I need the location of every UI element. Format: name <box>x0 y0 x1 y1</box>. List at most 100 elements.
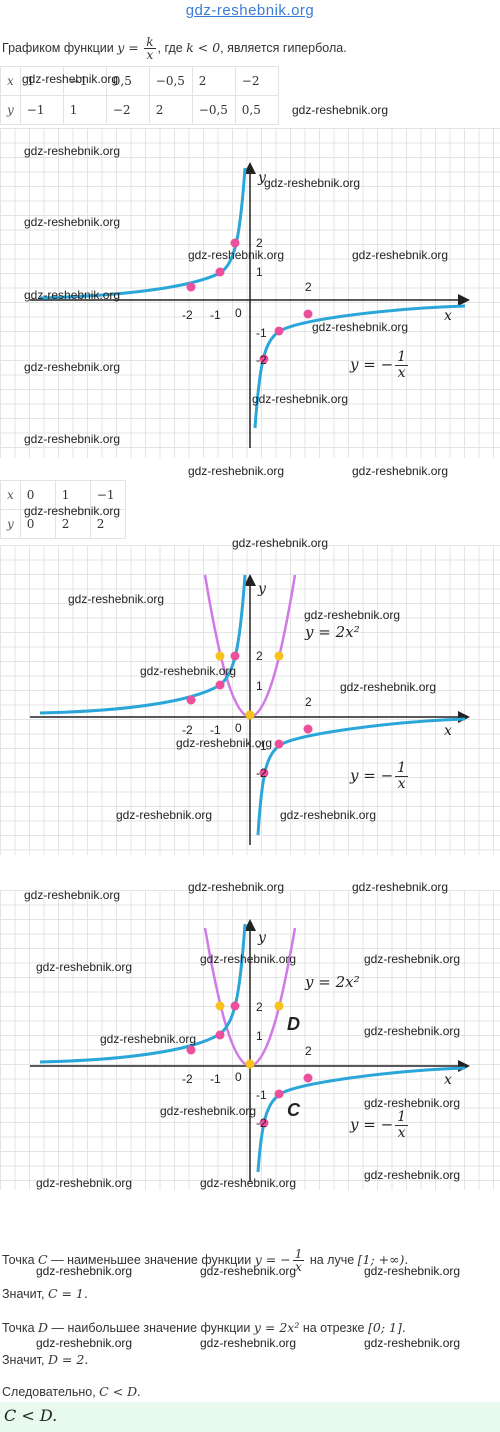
point-marker <box>303 309 313 319</box>
watermark: gdz-reshebnik.org <box>116 808 213 822</box>
watermark: gdz-reshebnik.org <box>188 880 285 894</box>
point-marker <box>303 1073 313 1083</box>
point-marker <box>259 354 269 364</box>
table-cell: y <box>0 509 21 539</box>
table-cell: x <box>0 480 21 510</box>
point-marker <box>245 1059 255 1069</box>
watermark: gdz-reshebnik.org <box>24 432 121 446</box>
watermark: gdz-reshebnik.org <box>364 1264 461 1278</box>
table-cell: 2 <box>148 95 193 125</box>
hyperbola-left-branch <box>39 167 247 300</box>
point-marker <box>215 1030 225 1040</box>
watermark: gdz-reshebnik.org <box>24 504 121 518</box>
y-axis-label: y <box>258 930 266 946</box>
table-cell: 0,5 <box>234 95 279 125</box>
tick-label: 2 <box>305 280 312 294</box>
hence-line: Следовательно, C < D. <box>2 1384 141 1399</box>
y-axis-arrow-icon <box>244 574 256 586</box>
site-link[interactable]: gdz-reshebnik.org <box>185 2 315 19</box>
table-cell: −2 <box>105 95 150 125</box>
watermark: gdz-reshebnik.org <box>340 680 437 694</box>
table-cell: −0,5 <box>148 66 193 96</box>
tick-label: 2 <box>256 1000 263 1014</box>
watermark: gdz-reshebnik.org <box>200 952 297 966</box>
watermark: gdz-reshebnik.org <box>200 1176 297 1190</box>
y-axis-label: y <box>258 170 266 186</box>
c-conclusion: Значит, C = 1. <box>2 1286 88 1301</box>
tick-label: 2 <box>305 695 312 709</box>
watermark: gdz-reshebnik.org <box>364 1168 461 1182</box>
watermark: gdz-reshebnik.org <box>352 880 449 894</box>
watermark: gdz-reshebnik.org <box>304 608 401 622</box>
answer-text: C < D. <box>4 1406 58 1425</box>
point-marker <box>274 739 284 749</box>
tick-label: -2 <box>256 1116 267 1130</box>
tick-label: -1 <box>210 1072 221 1086</box>
table-cell: 0 <box>19 509 56 539</box>
point-marker <box>230 238 240 248</box>
values-table-parabola: x 0 1 −1 y 0 2 2 <box>0 480 126 539</box>
x-axis-arrow-icon <box>458 294 470 306</box>
parabola-label: y = 2x² <box>305 973 360 991</box>
table-row: x 0 1 −1 <box>0 480 126 510</box>
tick-label: 1 <box>256 265 263 279</box>
tick-label: 1 <box>256 1029 263 1043</box>
table-row: x 1 −1 0,5 −0,5 2 −2 <box>0 66 279 96</box>
table-cell: 0 <box>19 480 56 510</box>
answer-box: C < D. <box>0 1402 500 1432</box>
point-marker <box>303 724 313 734</box>
point-marker <box>215 680 225 690</box>
point-marker <box>274 1001 284 1011</box>
watermark: gdz-reshebnik.org <box>24 215 121 229</box>
y-axis-label: y <box>258 581 266 597</box>
x-axis-arrow-icon <box>458 1060 470 1072</box>
table-cell: −1 <box>19 95 64 125</box>
point-marker <box>259 1118 269 1128</box>
tick-label: 2 <box>256 649 263 663</box>
watermark: gdz-reshebnik.org <box>292 103 389 117</box>
origin-label: 0 <box>235 721 242 735</box>
watermark: gdz-reshebnik.org <box>252 392 349 406</box>
y-axis-arrow-icon <box>244 919 256 931</box>
watermark: gdz-reshebnik.org <box>364 1336 461 1350</box>
table-cell: 2 <box>89 509 126 539</box>
table-cell: 1 <box>19 66 64 96</box>
watermark: gdz-reshebnik.org <box>188 464 285 478</box>
tick-label: -2 <box>256 353 267 367</box>
table-row: y 0 2 2 <box>0 509 126 539</box>
values-table-hyperbola: x 1 −1 0,5 −0,5 2 −2 y −1 1 −2 2 −0,5 0,… <box>0 66 279 125</box>
tick-label: -1 <box>256 1088 267 1102</box>
tick-label: -2 <box>256 766 267 780</box>
watermark: gdz-reshebnik.org <box>364 1096 461 1110</box>
point-d-label: D <box>287 1014 300 1034</box>
point-marker <box>215 267 225 277</box>
point-marker <box>215 651 225 661</box>
table-cell: −1 <box>62 66 107 96</box>
tick-label: 2 <box>305 1044 312 1058</box>
watermark: gdz-reshebnik.org <box>24 888 121 902</box>
watermark: gdz-reshebnik.org <box>264 176 361 190</box>
watermark: gdz-reshebnik.org <box>24 288 121 302</box>
table-cell: y <box>0 95 21 125</box>
watermark: gdz-reshebnik.org <box>100 1032 197 1046</box>
watermark: gdz-reshebnik.org <box>176 736 273 750</box>
y-axis-arrow-icon <box>244 162 256 174</box>
point-marker <box>230 651 240 661</box>
point-marker <box>186 1045 196 1055</box>
watermark: gdz-reshebnik.org <box>68 592 165 606</box>
c-definition: Точка C — наименьшее значение функции y … <box>2 1247 409 1274</box>
graph-hyperbola-parabola-svg <box>30 574 470 845</box>
point-marker <box>274 651 284 661</box>
watermark: gdz-reshebnik.org <box>36 960 133 974</box>
origin-label: 0 <box>235 306 242 320</box>
point-c-label: C <box>287 1100 300 1120</box>
point-marker <box>186 695 196 705</box>
tick-label: -1 <box>210 723 221 737</box>
point-marker <box>274 1089 284 1099</box>
